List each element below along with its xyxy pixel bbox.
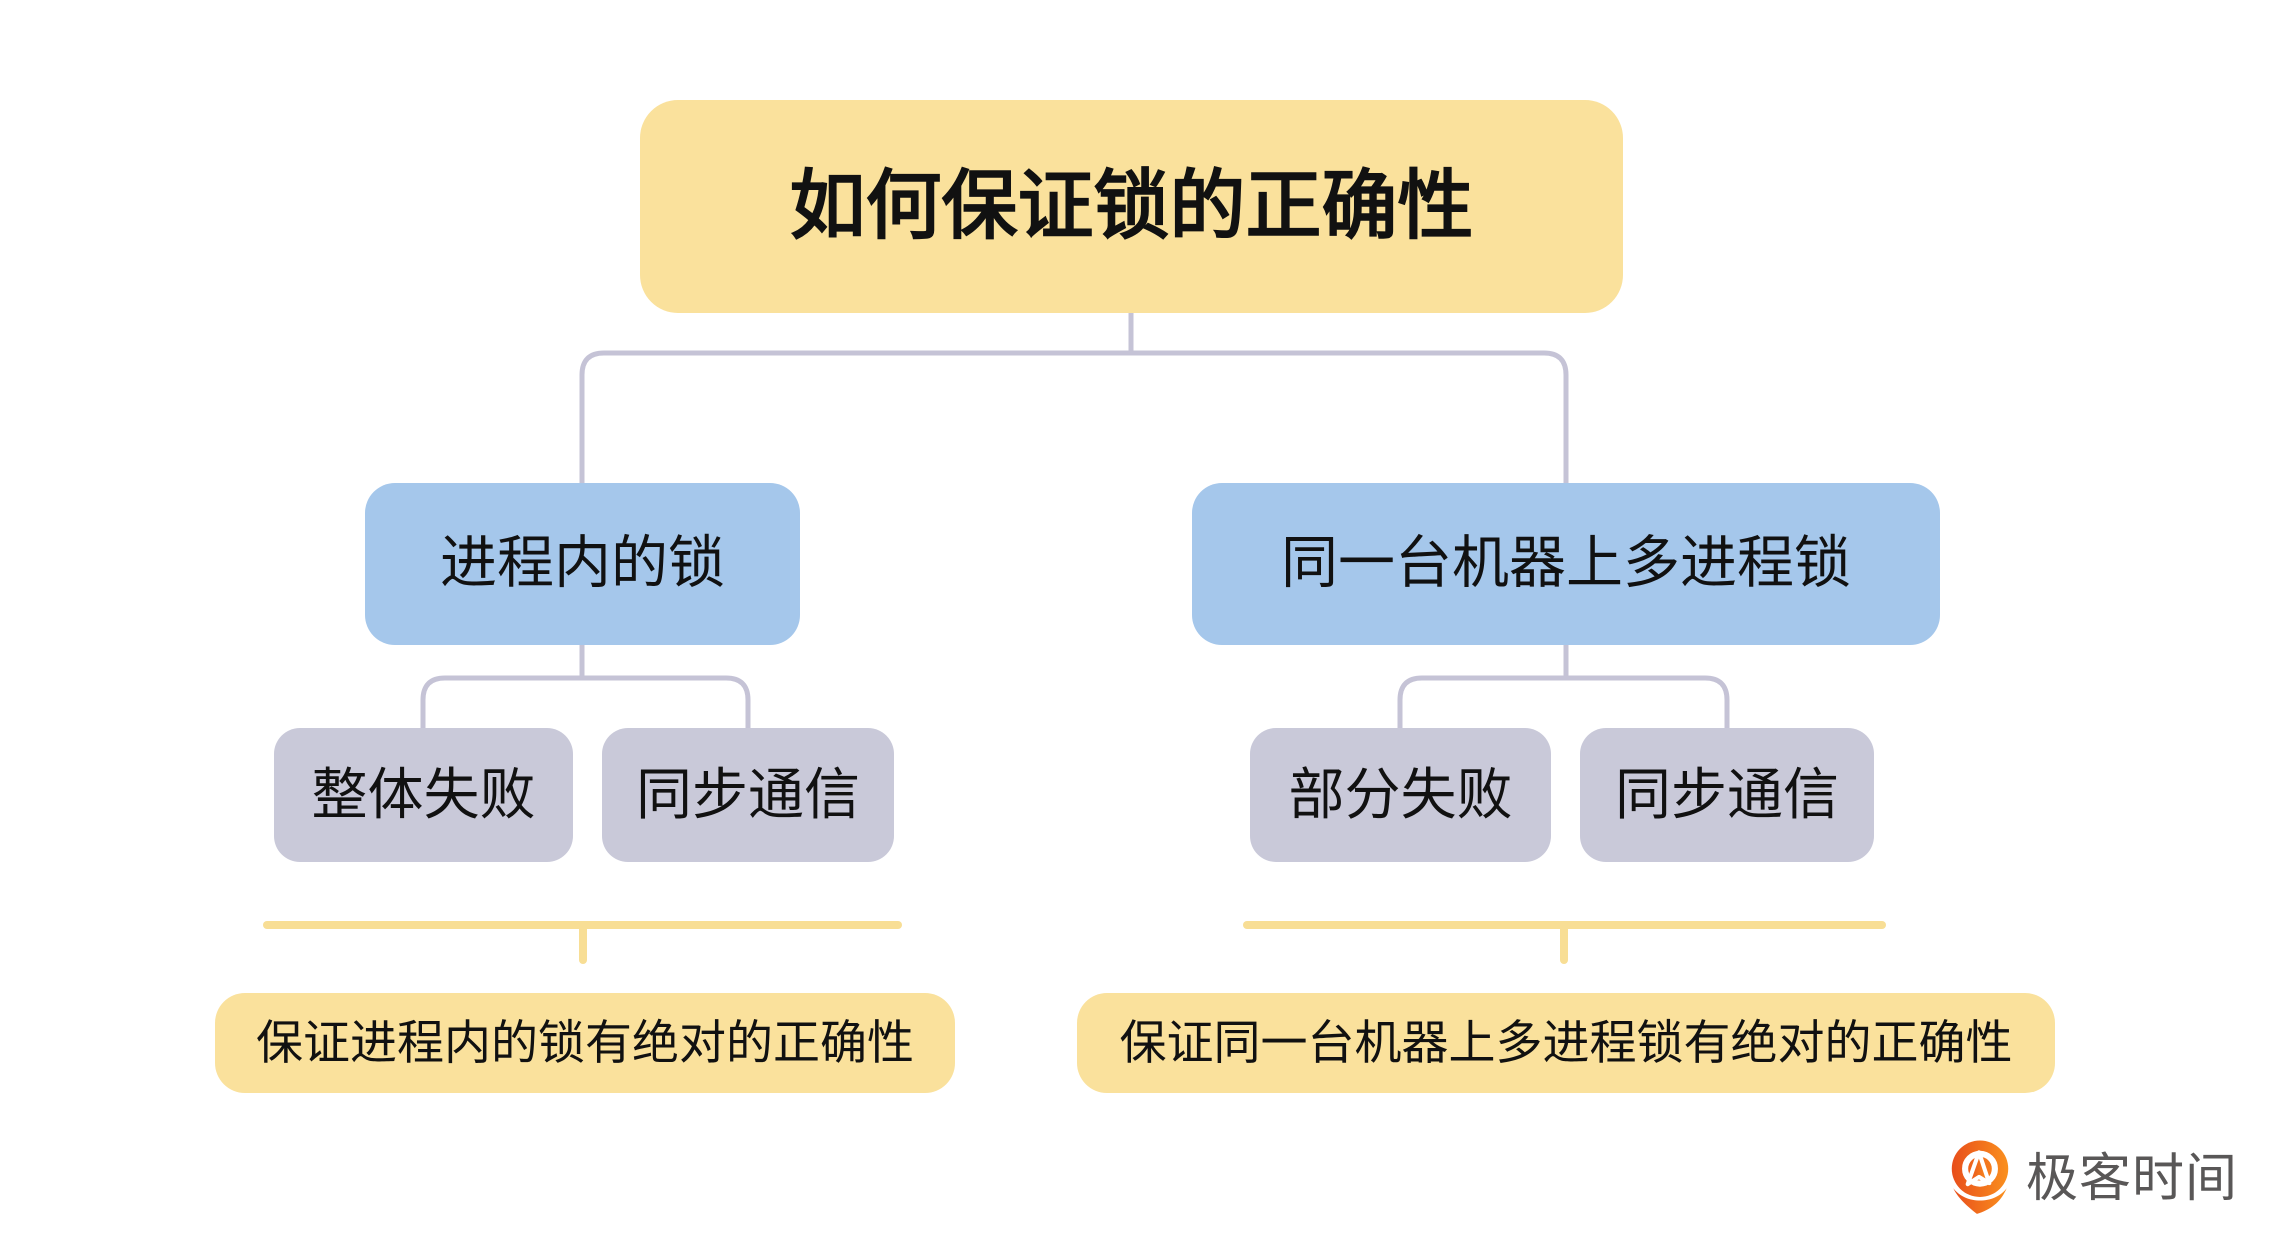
summary-callout-right: 保证同一台机器上多进程锁有绝对的正确性 xyxy=(1077,993,2055,1093)
summary-callout-left: 保证进程内的锁有绝对的正确性 xyxy=(215,993,955,1093)
branch-node-in-process-lock: 进程内的锁 xyxy=(365,483,800,645)
geektime-logo-text: 极客时间 xyxy=(2026,1150,2239,1208)
connector-left-bar xyxy=(420,675,751,728)
leaf-node-sync-communication-left: 同步通信 xyxy=(602,728,894,862)
leaf-node-sync-communication-right: 同步通信 xyxy=(1580,728,1874,862)
root-topic-node: 如何保证锁的正确性 xyxy=(640,100,1623,313)
branch-node-multi-process-lock: 同一台机器上多进程锁 xyxy=(1192,483,1940,645)
connector-right-bar xyxy=(1397,675,1730,728)
leaf-node-partial-failure: 部分失败 xyxy=(1250,728,1551,862)
leaf-node-total-failure: 整体失败 xyxy=(274,728,573,862)
geektime-logo: 极客时间 xyxy=(1948,1140,2238,1218)
geektime-logo-icon xyxy=(1951,1140,2009,1214)
connector-level1-bar xyxy=(579,350,1569,483)
